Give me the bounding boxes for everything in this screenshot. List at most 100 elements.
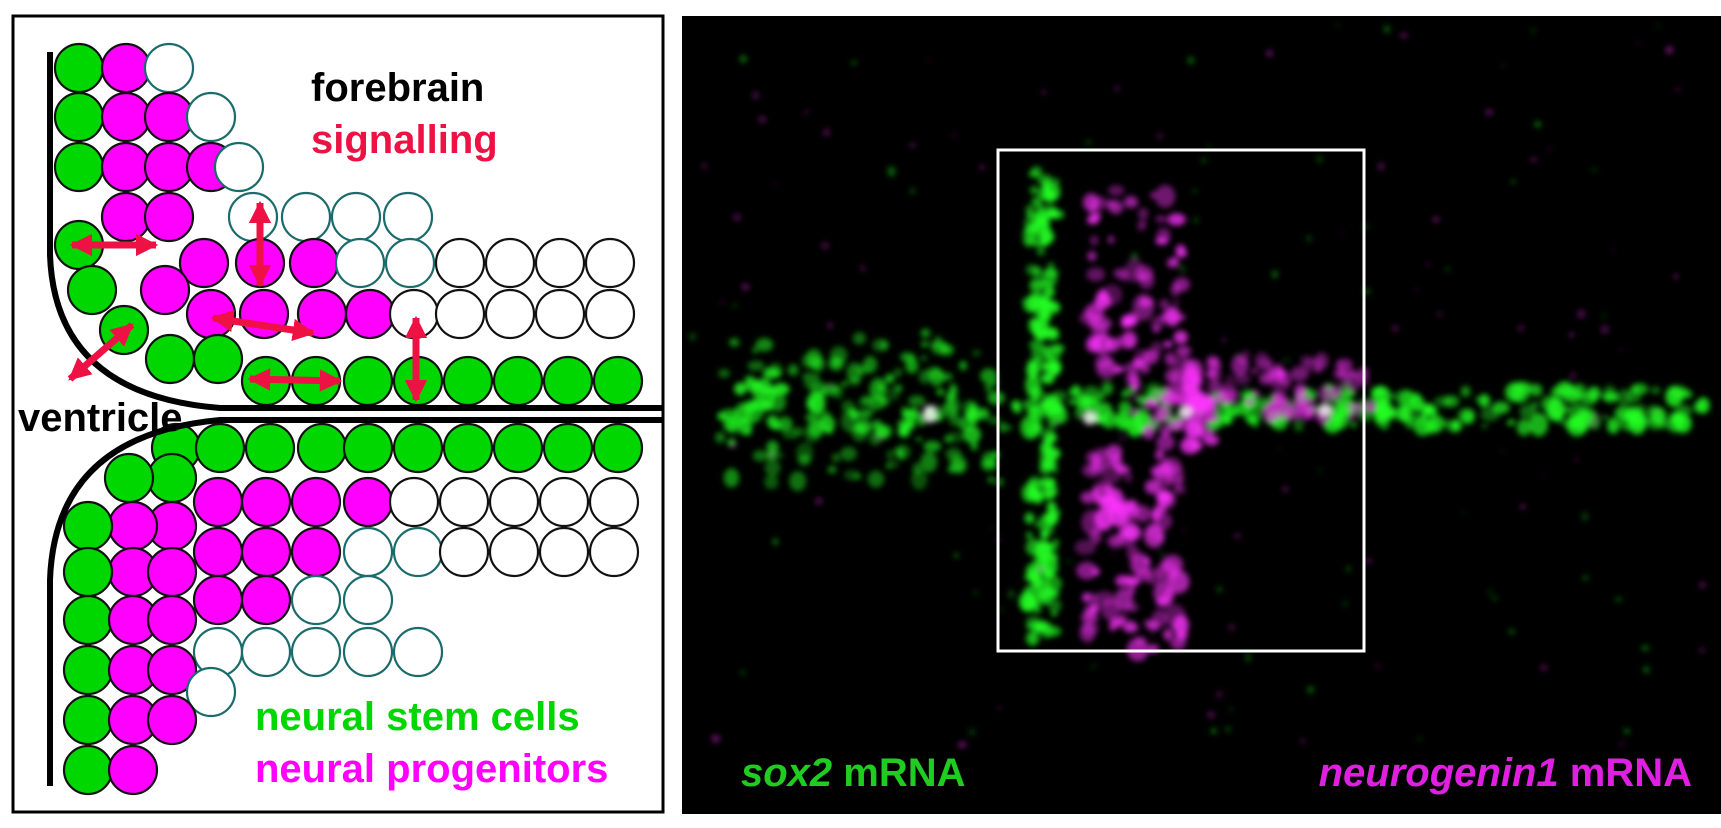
neurogenin1-suffix: mRNA xyxy=(1559,751,1692,795)
signal-spot xyxy=(1196,376,1205,387)
signal-spot xyxy=(832,385,844,400)
signal-spot xyxy=(826,383,834,390)
signal-spot xyxy=(1200,157,1208,164)
signal-spot xyxy=(1153,389,1161,398)
signal-spot xyxy=(1305,234,1313,243)
neurogenin1-gene-name: neurogenin1 xyxy=(1319,751,1559,795)
signal-spot xyxy=(747,360,765,371)
signal-spot xyxy=(1122,330,1138,349)
signal-spot xyxy=(1578,407,1595,425)
signal-spot xyxy=(1656,24,1661,28)
neural-stem-cell xyxy=(53,141,105,193)
signal-spot xyxy=(1067,389,1076,396)
signal-spot xyxy=(1602,391,1619,403)
transition-cell xyxy=(280,191,332,243)
signal-spot xyxy=(925,58,930,63)
signal-spot xyxy=(1110,454,1123,469)
signal-spot xyxy=(729,338,740,347)
signal-spot xyxy=(1128,585,1136,595)
signal-spot xyxy=(802,372,816,383)
signal-spot xyxy=(1433,396,1452,408)
signal-spot xyxy=(1113,268,1128,279)
signal-spot xyxy=(1043,189,1057,203)
signal-spot xyxy=(1101,381,1114,396)
signal-spot xyxy=(1207,145,1211,150)
signal-spot xyxy=(1041,428,1056,444)
undifferentiated-cell xyxy=(488,526,540,578)
signal-spot xyxy=(970,441,979,451)
signal-spot xyxy=(752,91,759,100)
neural-stem-cell xyxy=(442,355,494,407)
signal-spot xyxy=(1350,422,1357,428)
signal-spot xyxy=(1037,493,1045,499)
signal-spot xyxy=(1266,49,1273,57)
neural-progenitor-cell xyxy=(192,574,244,626)
signal-spot xyxy=(987,391,1005,405)
signal-spot xyxy=(1245,398,1254,406)
neural-progenitor-cell xyxy=(192,526,244,578)
micrograph-panel: sox2 mRNA neurogenin1 mRNA xyxy=(682,16,1721,814)
signal-spot xyxy=(886,449,895,461)
signal-spot xyxy=(1391,324,1399,333)
signal-spot xyxy=(880,340,889,351)
signal-spot xyxy=(1303,358,1322,373)
signal-spot xyxy=(772,423,784,431)
signal-spot xyxy=(1602,415,1609,420)
signal-spot xyxy=(741,283,750,291)
signal-spot xyxy=(1115,464,1130,475)
signal-spot xyxy=(863,356,878,374)
undifferentiated-cell xyxy=(434,237,486,289)
signal-spot xyxy=(830,346,848,364)
signal-spot xyxy=(1276,406,1293,419)
signal-spot xyxy=(766,440,779,455)
signal-spot xyxy=(1281,380,1291,390)
signal-spot xyxy=(1076,561,1098,580)
signal-spot xyxy=(1530,383,1543,397)
signal-spot xyxy=(908,395,926,407)
signal-spot xyxy=(1191,404,1199,414)
signal-spot xyxy=(1144,479,1161,495)
signal-spot xyxy=(972,590,979,595)
signal-spot xyxy=(1374,401,1388,412)
signal-spot xyxy=(1170,283,1181,297)
signal-spot xyxy=(952,132,957,137)
signal-spot xyxy=(1251,368,1258,374)
signal-spot xyxy=(688,332,697,342)
signal-spot xyxy=(1374,407,1392,428)
signal-spot xyxy=(1074,539,1096,556)
signal-spot xyxy=(1426,262,1430,267)
signal-spot xyxy=(1150,341,1163,356)
signal-spot xyxy=(953,552,959,559)
signal-spot xyxy=(1041,89,1047,95)
signal-spot xyxy=(1282,486,1289,493)
signal-spot xyxy=(1437,310,1443,318)
transition-cell xyxy=(392,626,444,678)
signal-spot xyxy=(1480,407,1500,422)
ventricle-wall-lower xyxy=(47,417,663,786)
signal-spot xyxy=(1533,120,1542,128)
neural-stem-cell xyxy=(53,91,105,143)
signal-spot xyxy=(1491,596,1499,601)
signal-spot xyxy=(1399,32,1409,39)
transition-cell xyxy=(334,237,386,289)
signal-spot xyxy=(1421,416,1428,423)
signal-spot xyxy=(744,375,755,384)
signal-spot xyxy=(1031,186,1038,194)
signal-spot xyxy=(1150,400,1158,408)
signal-spot xyxy=(804,362,810,367)
signal-spot xyxy=(1124,472,1133,483)
neural-stem-cell xyxy=(492,355,544,407)
neural-progenitor-cell xyxy=(143,191,195,243)
signal-spot xyxy=(734,382,747,396)
signal-spot xyxy=(1144,524,1165,548)
signal-spot xyxy=(739,54,747,64)
signal-spot xyxy=(1094,591,1115,606)
signal-spot xyxy=(1244,652,1252,663)
signal-spot xyxy=(751,404,765,420)
signal-spot xyxy=(1175,476,1185,484)
signal-spot xyxy=(1221,336,1227,344)
signal-spot xyxy=(1143,619,1153,627)
neural-stem-cell xyxy=(53,42,105,94)
signal-spot xyxy=(1614,406,1631,420)
